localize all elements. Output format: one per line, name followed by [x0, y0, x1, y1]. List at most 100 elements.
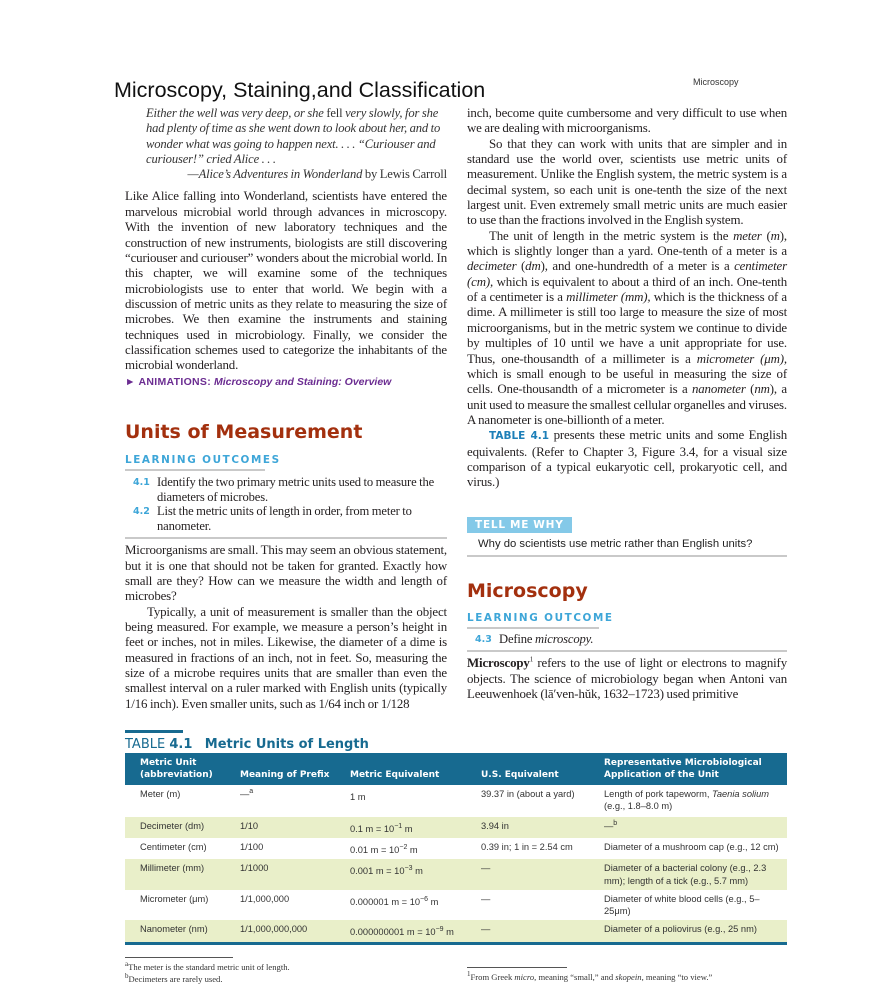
text-segment: (	[745, 382, 755, 397]
animations-link[interactable]: ► ANIMATIONS: Microscopy and Staining: O…	[125, 375, 447, 390]
footnote-text: Decimeters are rarely used.	[128, 973, 223, 984]
text-segment: centimeter (cm),	[467, 259, 787, 289]
equivalent-unit: m	[428, 896, 439, 907]
two-column-layout: Either the well was very deep, or she fe…	[125, 106, 787, 712]
table-header-row: Metric Unit (abbreviation) Meaning of Pr…	[125, 753, 787, 786]
cell-prefix: 1/1,000,000	[240, 890, 350, 921]
right-column: inch, become quite cumbersome and very d…	[467, 106, 787, 712]
outcome-number: 4.1	[133, 476, 150, 488]
text-segment: nanometer	[691, 382, 746, 397]
footnote-rule	[125, 956, 233, 958]
text-segment: Diameter of white blood cells (e.g., 5–2…	[604, 893, 760, 917]
cell-application: —b	[604, 816, 787, 838]
learning-outcome-item: 4.2 List the metric units of length in or…	[125, 504, 447, 533]
prefix-text: 1/1,000,000,000	[240, 924, 308, 935]
text-segment: decimeter	[467, 259, 517, 274]
table-reference-link[interactable]: TABLE 4.1	[489, 430, 550, 443]
cell-us-equivalent: —	[481, 893, 491, 904]
running-head: Microscopy	[693, 77, 739, 87]
left-column: Either the well was very deep, or she fe…	[125, 106, 447, 712]
text-segment: Define	[499, 631, 535, 646]
outcome-number: 4.2	[133, 506, 150, 518]
column-header: Metric Equivalent	[350, 753, 481, 786]
cell-us-equivalent: 3.94 in	[481, 816, 604, 838]
cell-prefix: —a	[240, 785, 350, 817]
epigraph-attribution: —Alice’s Adventures in Wonderland by Lew…	[146, 167, 448, 182]
tell-me-why-badge: TELL ME WHY	[467, 516, 572, 533]
text-segment: Either the well was very deep, or she	[146, 106, 327, 120]
outcome-text: List the metric units of length in order…	[157, 504, 412, 533]
prefix-text: —	[240, 789, 250, 800]
equivalent-text: 0.01 m = 10	[350, 845, 400, 855]
animations-label: ► ANIMATIONS:	[125, 375, 212, 388]
cell-metric-equivalent: 0.000000001 m = 10−9 m	[350, 920, 481, 944]
cell-prefix: 1/1000	[240, 859, 350, 890]
column-header: U.S. Equivalent	[481, 753, 604, 786]
cell-metric-equivalent: 0.000001 m = 10−6 m	[350, 890, 481, 921]
text-segment: Diameter of a bacterial colony (e.g., 2.…	[604, 863, 767, 886]
table-footnotes: aThe meter is the standard metric unit o…	[125, 956, 447, 985]
equivalent-unit: m	[402, 823, 413, 834]
footnote-rule	[467, 966, 567, 968]
text-segment: micro	[514, 971, 535, 982]
divider	[467, 626, 599, 629]
equivalent-text: 0.001 m = 10	[350, 866, 405, 877]
footnote-mark: a	[125, 959, 129, 968]
footnote-marker[interactable]: 1	[529, 655, 534, 664]
text-segment: Length of pork tapeworm,	[604, 789, 713, 800]
paragraph-text: refers to the use of light or electrons …	[467, 656, 787, 701]
text-segment: (e.g., 1.8–8.0 m)	[604, 801, 673, 812]
section-title-microscopy: Microscopy	[467, 579, 588, 602]
footnote-a: aThe meter is the standard metric unit o…	[125, 959, 447, 973]
section-title-units: Units of Measurement	[125, 420, 363, 443]
cell-us-equivalent: 39.37 in (about a yard)	[481, 789, 575, 800]
text-segment: m	[770, 228, 780, 243]
equivalent-text: 0.000001 m = 10	[350, 896, 421, 907]
learning-outcome-heading: LEARNING OUTCOME	[467, 611, 614, 624]
chapter-title: Microscopy, Staining,and Classification	[114, 78, 486, 102]
equivalent-text: 1 m	[350, 792, 366, 803]
text-segment: inch, become quite cumbersome and very d…	[467, 106, 787, 136]
equivalent-unit: m	[407, 845, 418, 855]
text-segment: (	[761, 228, 771, 243]
footnote-text: From Greek micro, meaning “small,” and s…	[471, 972, 713, 982]
tell-me-why-question: Why do scientists use metric rather than…	[478, 537, 753, 550]
text-segment: So that they can work with units that ar…	[467, 136, 787, 228]
cell-us-equivalent: 0.39 in; 1 in = 2.54 cm	[481, 842, 573, 852]
text-segment: The unit of length in the metric system …	[489, 228, 734, 243]
exponent: −1	[394, 822, 403, 830]
page-body: Either the well was very deep, or she fe…	[125, 106, 787, 985]
exponent: −6	[420, 895, 429, 903]
cell-application: Length of pork tapeworm, Taenia solium (…	[604, 785, 787, 817]
divider	[125, 537, 447, 540]
column-header: Metric Unit (abbreviation)	[125, 753, 240, 786]
text-segment: —	[604, 820, 614, 831]
text-segment: which is small enough to be useful in me…	[467, 366, 787, 397]
text-segment: ), a unit used to measure the smallest c…	[467, 382, 787, 427]
epigraph: Either the well was very deep, or she fe…	[146, 106, 447, 182]
cell-metric-equivalent: 0.1 m = 10−1 m	[350, 816, 481, 838]
text-segment: ), which is slightly longer than a yard.…	[467, 228, 787, 259]
cell-prefix: 1/10	[240, 816, 350, 838]
cell-application: Diameter of a bacterial colony (e.g., 2.…	[604, 859, 787, 890]
table-number: 4.1	[169, 737, 193, 753]
divider	[467, 650, 787, 653]
equivalent-text: 0.000000001 m = 10	[350, 927, 436, 938]
text-segment: very slowly, for she had plenty of time …	[146, 106, 441, 166]
animations-title[interactable]: Microscopy and Staining: Overview	[213, 375, 392, 388]
equivalent-unit: m	[412, 866, 423, 877]
cell-unit: Decimeter (dm)	[125, 816, 240, 838]
text-segment: refers to the use of light or electrons …	[467, 656, 787, 701]
footnote-mark: b	[125, 971, 129, 980]
divider	[467, 554, 787, 557]
footnote-b: bDecimeters are rarely used.	[125, 971, 447, 985]
outcome-text: Define microscopy.	[499, 631, 594, 648]
cell-prefix: 1/100	[240, 838, 350, 859]
prefix-text: 1/100	[240, 842, 264, 852]
cell-metric-equivalent: 0.01 m = 10−2 m	[350, 838, 481, 859]
